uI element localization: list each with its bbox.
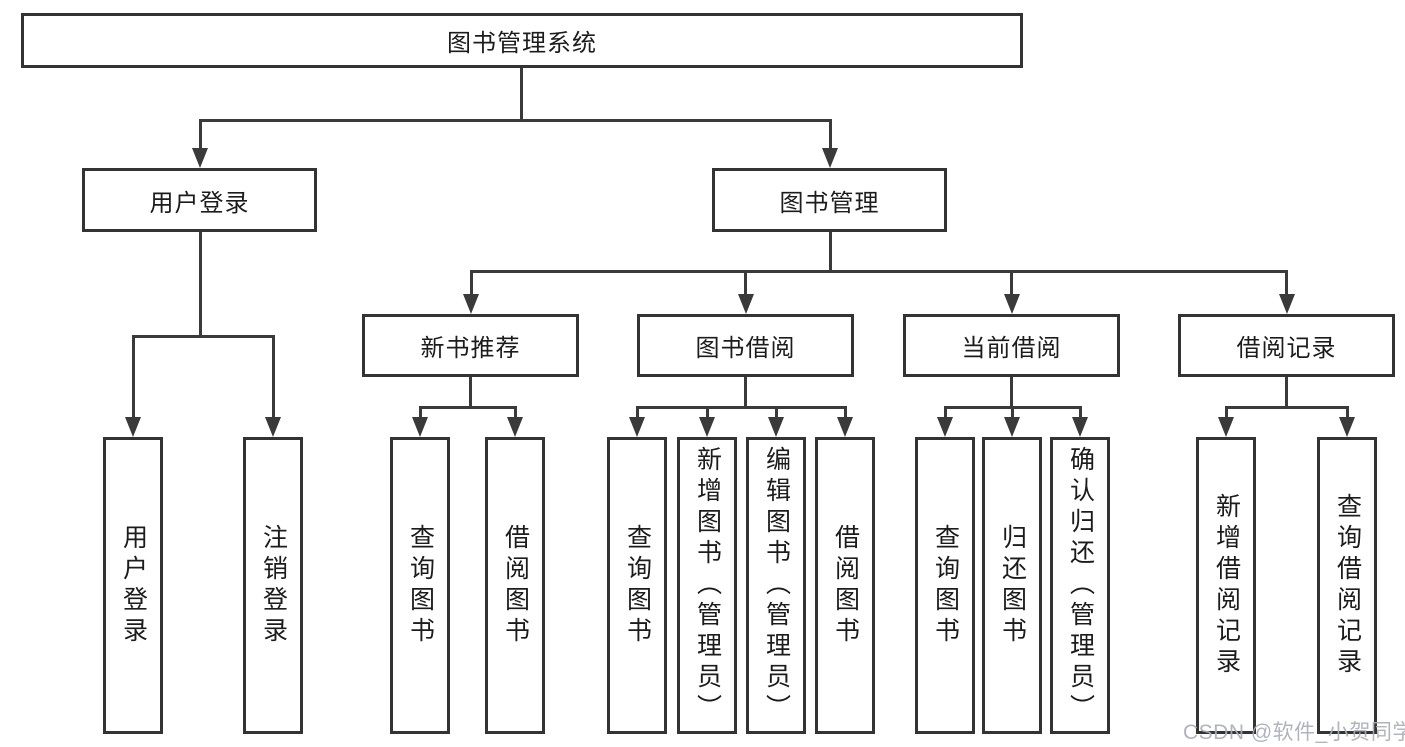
node-root: 图书管理系统 [21, 13, 1023, 68]
connector-drop-login [199, 119, 202, 150]
node-new-book-rec: 新书推荐 [362, 314, 579, 377]
connector-drop-borrow [744, 270, 747, 296]
arrowhead-mgmt [822, 148, 838, 168]
connector-sec1-stem [744, 377, 747, 406]
leaf-sec1-query-books-label: 查询图书 [623, 523, 652, 648]
connector-login-stem [199, 232, 202, 335]
connector-login-bar [132, 335, 275, 338]
arrowhead-sec1-leaf3 [837, 417, 853, 437]
connector-drop-newbook [470, 270, 473, 296]
node-book-borrow-label: 图书借阅 [695, 335, 796, 362]
leaf-sec1-borrow-books: 借阅图书 [815, 437, 875, 734]
leaf-logout-label: 注销登录 [259, 523, 288, 648]
leaf-sec2-return-books-label: 归还图书 [998, 523, 1027, 648]
node-user-login-label: 用户登录 [149, 189, 250, 217]
csdn-watermark: CSDN @软件_小贺同学 [1183, 721, 1405, 744]
arrowhead-sec2-leaf0 [937, 417, 953, 437]
arrowhead-current [1004, 294, 1020, 314]
arrowhead-login-leaf1 [125, 417, 141, 437]
leaf-sec2-confirm-return-admin: 确认归还（管理员） [1050, 437, 1110, 734]
leaf-sec3-add-borrow-record-label: 新增借阅记录 [1212, 492, 1241, 679]
leaf-sec3-add-borrow-record: 新增借阅记录 [1196, 437, 1256, 734]
node-book-mgmt: 图书管理 [712, 168, 947, 232]
leaf-sec2-return-books: 归还图书 [982, 437, 1042, 734]
connector-drop-login-leaf1 [132, 335, 135, 417]
connector-drop-sec1-leaf1 [706, 406, 709, 419]
connector-drop-sec2-leaf2 [1079, 406, 1082, 419]
leaf-sec2-query-books: 查询图书 [915, 437, 975, 734]
node-root-label: 图书管理系统 [447, 30, 597, 57]
leaf-sec0-query-books-label: 查询图书 [406, 523, 435, 648]
leaf-sec0-borrow-books: 借阅图书 [485, 437, 545, 734]
arrowhead-sec1-leaf0 [629, 417, 645, 437]
leaf-user-login-label: 用户登录 [119, 523, 148, 648]
connector-root-stem [520, 68, 523, 119]
connector-drop-sec0-leaf1 [514, 406, 517, 419]
arrowhead-newbook [463, 294, 479, 314]
connector-sec3-stem [1285, 377, 1288, 406]
arrowhead-borrow [738, 294, 754, 314]
node-current-borrow: 当前借阅 [903, 314, 1120, 377]
node-book-mgmt-label: 图书管理 [779, 189, 880, 217]
connector-drop-sec2-leaf1 [1011, 406, 1014, 419]
connector-sec1-bar [636, 406, 846, 409]
leaf-sec1-add-books-admin-label: 新增图书（管理员） [693, 446, 722, 725]
node-current-borrow-label: 当前借阅 [961, 335, 1062, 362]
leaf-sec3-query-borrow-record: 查询借阅记录 [1317, 437, 1377, 734]
leaf-sec1-borrow-books-label: 借阅图书 [831, 523, 860, 648]
connector-drop-sec3-leaf1 [1346, 406, 1349, 419]
leaf-logout: 注销登录 [243, 437, 303, 734]
connector-drop-records [1285, 270, 1288, 296]
leaf-user-login: 用户登录 [103, 437, 163, 734]
arrowhead-sec1-leaf1 [699, 417, 715, 437]
leaf-sec1-edit-books-admin-label: 编辑图书（管理员） [762, 446, 791, 725]
leaf-sec0-borrow-books-label: 借阅图书 [501, 523, 530, 648]
leaf-sec1-edit-books-admin: 编辑图书（管理员） [746, 437, 806, 734]
connector-drop-current [1010, 270, 1013, 296]
leaf-sec1-query-books: 查询图书 [607, 437, 667, 734]
connector-drop-login-leaf2 [272, 335, 275, 417]
connector-sec0-stem [469, 377, 472, 406]
node-new-book-rec-label: 新书推荐 [420, 335, 521, 362]
arrowhead-sec2-leaf1 [1004, 417, 1020, 437]
arrowhead-sec0-leaf0 [412, 417, 428, 437]
connector-drop-sec2-leaf0 [944, 406, 947, 419]
connector-drop-sec1-leaf3 [844, 406, 847, 419]
connector-level3-bar [470, 270, 1288, 273]
connector-sec0-bar [419, 406, 517, 409]
arrowhead-sec3-leaf1 [1339, 417, 1355, 437]
leaf-sec2-query-books-label: 查询图书 [931, 523, 960, 648]
node-user-login: 用户登录 [82, 168, 317, 232]
connector-drop-mgmt [829, 119, 832, 150]
arrowhead-sec1-leaf2 [768, 417, 784, 437]
node-borrow-records: 借阅记录 [1178, 314, 1395, 377]
connector-sec3-bar [1225, 406, 1349, 409]
leaf-sec1-add-books-admin: 新增图书（管理员） [677, 437, 737, 734]
arrowhead-sec2-leaf2 [1072, 417, 1088, 437]
connector-mgmt-stem [829, 232, 832, 270]
connector-level2-bar [199, 119, 832, 122]
connector-drop-sec1-leaf2 [775, 406, 778, 419]
connector-sec2-stem [1010, 377, 1013, 406]
connector-drop-sec0-leaf0 [419, 406, 422, 419]
node-book-borrow: 图书借阅 [637, 314, 854, 377]
leaf-sec0-query-books: 查询图书 [390, 437, 450, 734]
arrowhead-login [192, 148, 208, 168]
arrowhead-login-leaf2 [265, 417, 281, 437]
arrowhead-sec0-leaf1 [507, 417, 523, 437]
leaf-sec2-confirm-return-admin-label: 确认归还（管理员） [1066, 446, 1095, 725]
arrowhead-sec3-leaf0 [1218, 417, 1234, 437]
leaf-sec3-query-borrow-record-label: 查询借阅记录 [1333, 492, 1362, 679]
node-borrow-records-label: 借阅记录 [1236, 335, 1337, 362]
connector-drop-sec3-leaf0 [1225, 406, 1228, 419]
arrowhead-records [1279, 294, 1295, 314]
connector-drop-sec1-leaf0 [636, 406, 639, 419]
